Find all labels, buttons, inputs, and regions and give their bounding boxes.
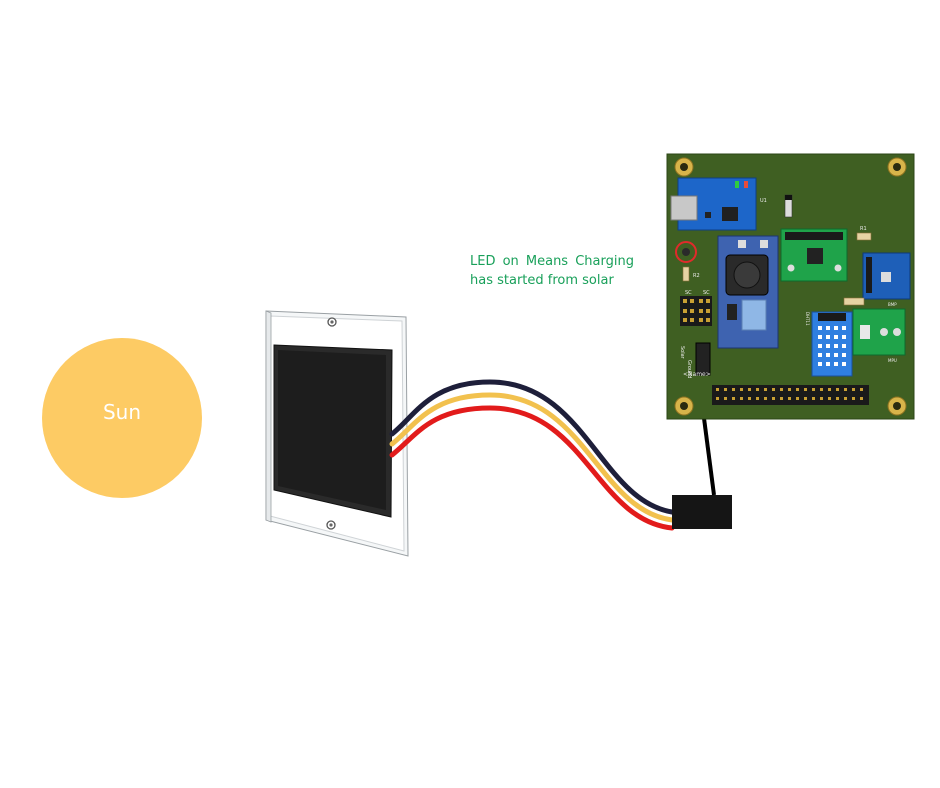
mounting-holes xyxy=(674,157,907,416)
led-annotation-line2: has started from solar xyxy=(470,273,614,288)
led-highlight-circle-icon xyxy=(675,241,697,263)
annotation-word: Means xyxy=(525,254,569,269)
sc-label-1: SC xyxy=(685,290,692,296)
wire-bundle xyxy=(389,379,675,531)
sun-label: Sun xyxy=(102,400,142,424)
sc-label-2: SC xyxy=(703,290,710,296)
charging-led xyxy=(682,248,690,256)
wire-black xyxy=(389,379,675,515)
wire-red xyxy=(389,405,675,531)
annotation-word: LED xyxy=(470,254,496,269)
solar-panel-icon xyxy=(265,310,409,557)
wire-connector-icon xyxy=(672,495,732,529)
bmp-label: BMP xyxy=(888,302,897,307)
sc-headers xyxy=(680,296,712,326)
annotation-word: on xyxy=(502,254,519,269)
led-annotation-line1: LED on Means Charging xyxy=(470,252,634,271)
pcb-board: U1 R2 SC SC <Name> Solar Ground xyxy=(666,153,915,420)
name-label: <Name> xyxy=(683,371,711,378)
sun-icon xyxy=(42,338,202,498)
dht-label: DHT11 xyxy=(805,312,810,326)
wire-yellow xyxy=(389,392,675,523)
led-annotation: LED on Means Charging has started from s… xyxy=(470,252,634,290)
r2-label: R2 xyxy=(693,273,700,279)
ground-label: Ground xyxy=(686,360,692,378)
r1-label: R1 xyxy=(860,226,867,232)
u1-label: U1 xyxy=(760,198,767,204)
solar-label: Solar xyxy=(679,346,685,360)
mpu-label: MPU xyxy=(888,358,897,363)
annotation-word: Charging xyxy=(575,254,634,269)
